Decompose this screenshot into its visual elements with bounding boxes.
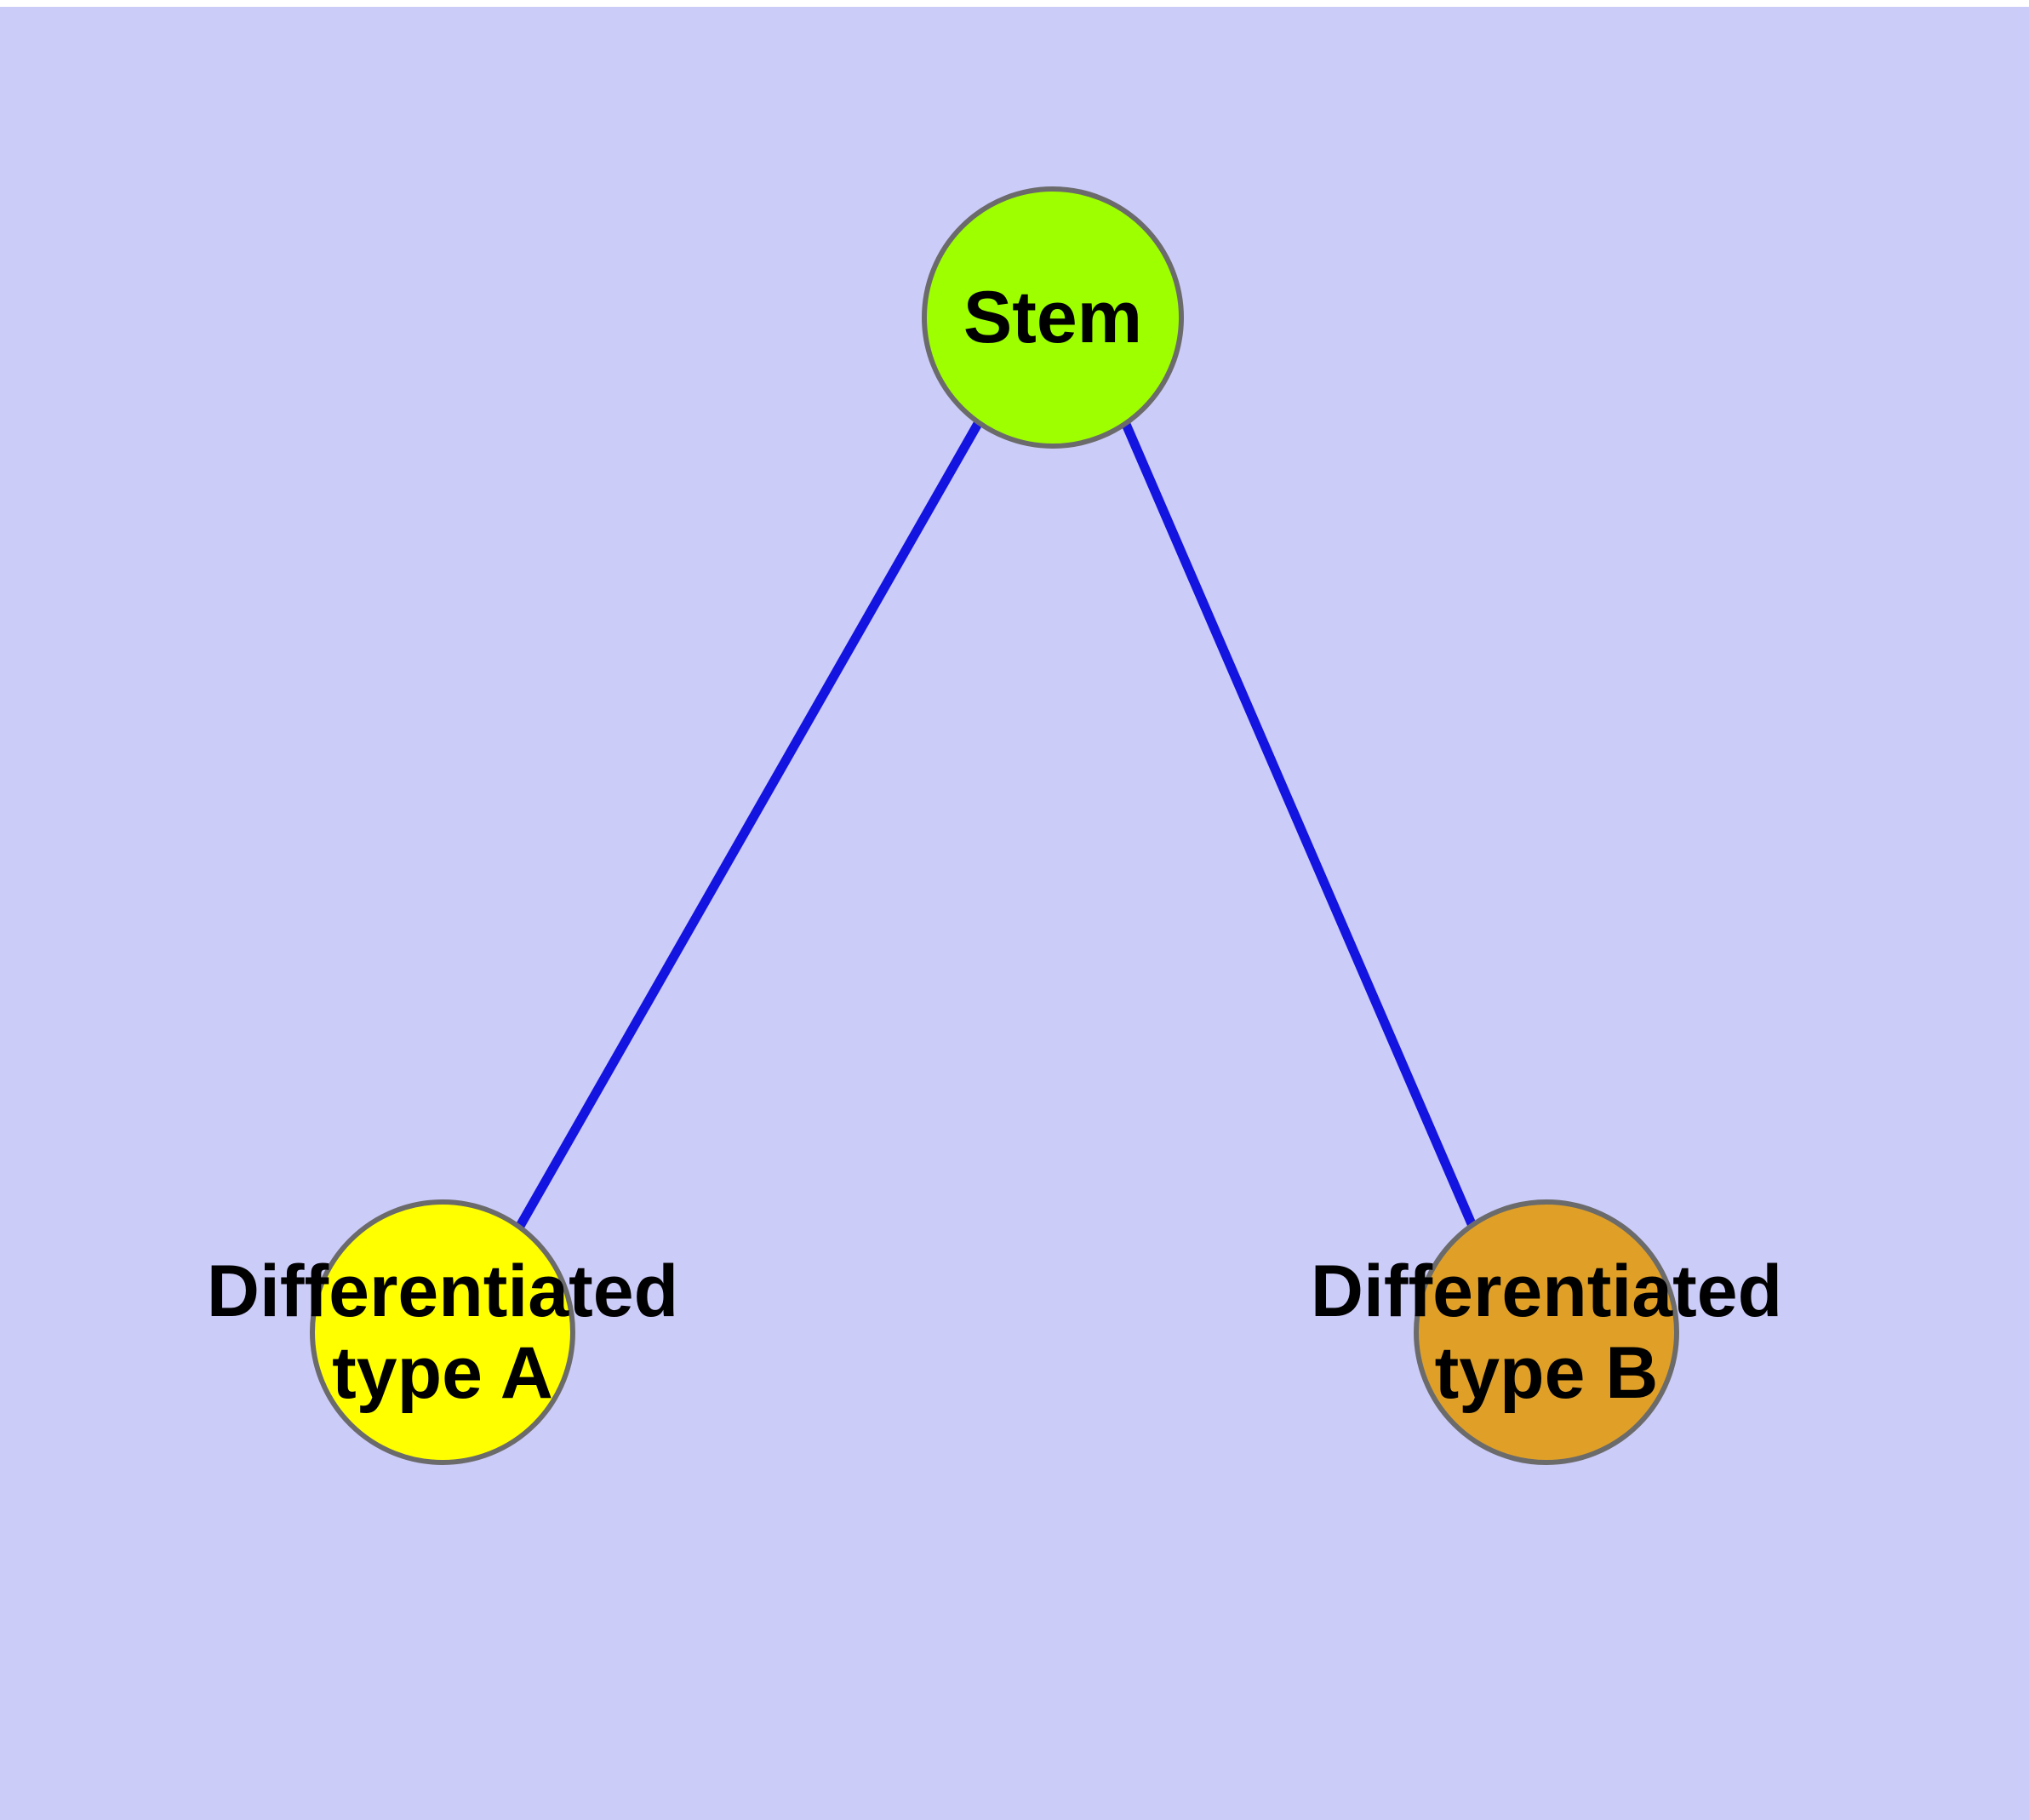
edge-stem-diff-b[interactable]: [1120, 420, 1477, 1228]
edge-stem-diff-a[interactable]: [515, 420, 983, 1230]
canvas-top-margin: [0, 0, 2029, 7]
node-label-stem: Stem: [963, 277, 1142, 358]
node-label-line: Differentiated: [1311, 1251, 1782, 1332]
node-label-line: Differentiated: [207, 1251, 678, 1332]
edges-layer: [515, 420, 1477, 1230]
node-label-line: Stem: [963, 277, 1142, 358]
node-stem[interactable]: [922, 186, 1184, 449]
node-label-line: type B: [1435, 1332, 1659, 1414]
node-diff_a[interactable]: [310, 1199, 575, 1465]
node-diff_b[interactable]: [1414, 1199, 1679, 1465]
nodes-layer: [310, 186, 1679, 1465]
node-label-line: type A: [332, 1332, 553, 1414]
